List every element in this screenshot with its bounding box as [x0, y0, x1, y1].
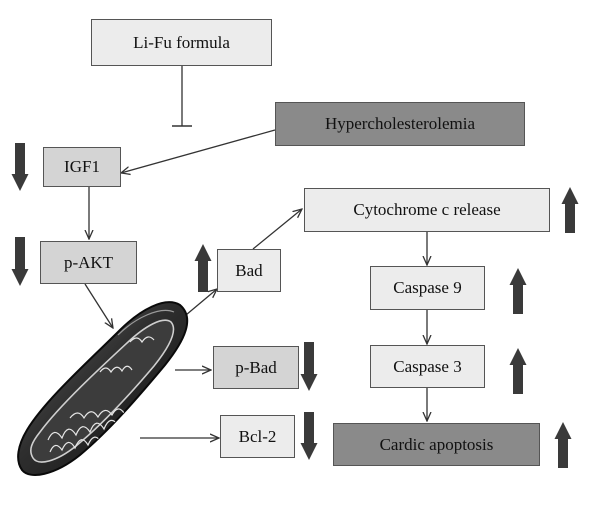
node-label: Bad: [235, 260, 263, 280]
node-bad: Bad: [217, 249, 281, 292]
arrow-down-icon: [300, 412, 318, 460]
node-label: Caspase 3: [393, 356, 462, 376]
mitochondrion-illustration: [17, 301, 189, 476]
node-p-bad: p-Bad: [213, 346, 299, 389]
edge-lifu-hypercholesterolemia: [172, 66, 192, 127]
node-label: Li-Fu formula: [133, 32, 230, 52]
arrow-up-icon: [554, 422, 572, 468]
trend-arrows: [11, 143, 579, 468]
arrow-up-icon: [194, 244, 212, 292]
node-label: p-AKT: [63, 252, 114, 272]
edge-bad-cytochrome: [252, 209, 302, 250]
node-igf1: IGF1: [43, 147, 121, 187]
node-label: IGF1: [64, 157, 100, 176]
arrow-down-icon: [300, 342, 318, 391]
node-cytochrome-c-release: Cytochrome c release: [304, 188, 550, 232]
edge-pakt-mitochondrion: [84, 283, 113, 328]
node-hypercholesterolemia: Hypercholesterolemia: [275, 102, 525, 146]
arrow-up-icon: [509, 268, 527, 314]
node-label: Cardic apoptosis: [379, 434, 494, 454]
arrow-down-icon: [11, 143, 29, 191]
arrow-up-icon: [509, 348, 527, 394]
arrow-up-icon: [561, 187, 579, 233]
edge-hypercholesterolemia-igf1: [121, 129, 276, 173]
node-li-fu-formula: Li-Fu formula: [91, 19, 272, 66]
node-caspase-3: Caspase 3: [370, 345, 485, 388]
arrow-down-icon: [11, 237, 29, 286]
node-caspase-9: Caspase 9: [370, 266, 485, 310]
node-p-akt: p-AKT: [40, 241, 137, 284]
node-label: Cytochrome c release: [353, 200, 501, 219]
node-label: Hypercholesterolemia: [324, 114, 476, 133]
node-label: Bcl-2: [238, 426, 277, 446]
node-cardic-apoptosis: Cardic apoptosis: [333, 423, 540, 466]
node-label: Caspase 9: [393, 278, 462, 297]
node-bcl-2: Bcl-2: [220, 415, 295, 458]
node-label: p-Bad: [235, 357, 277, 377]
